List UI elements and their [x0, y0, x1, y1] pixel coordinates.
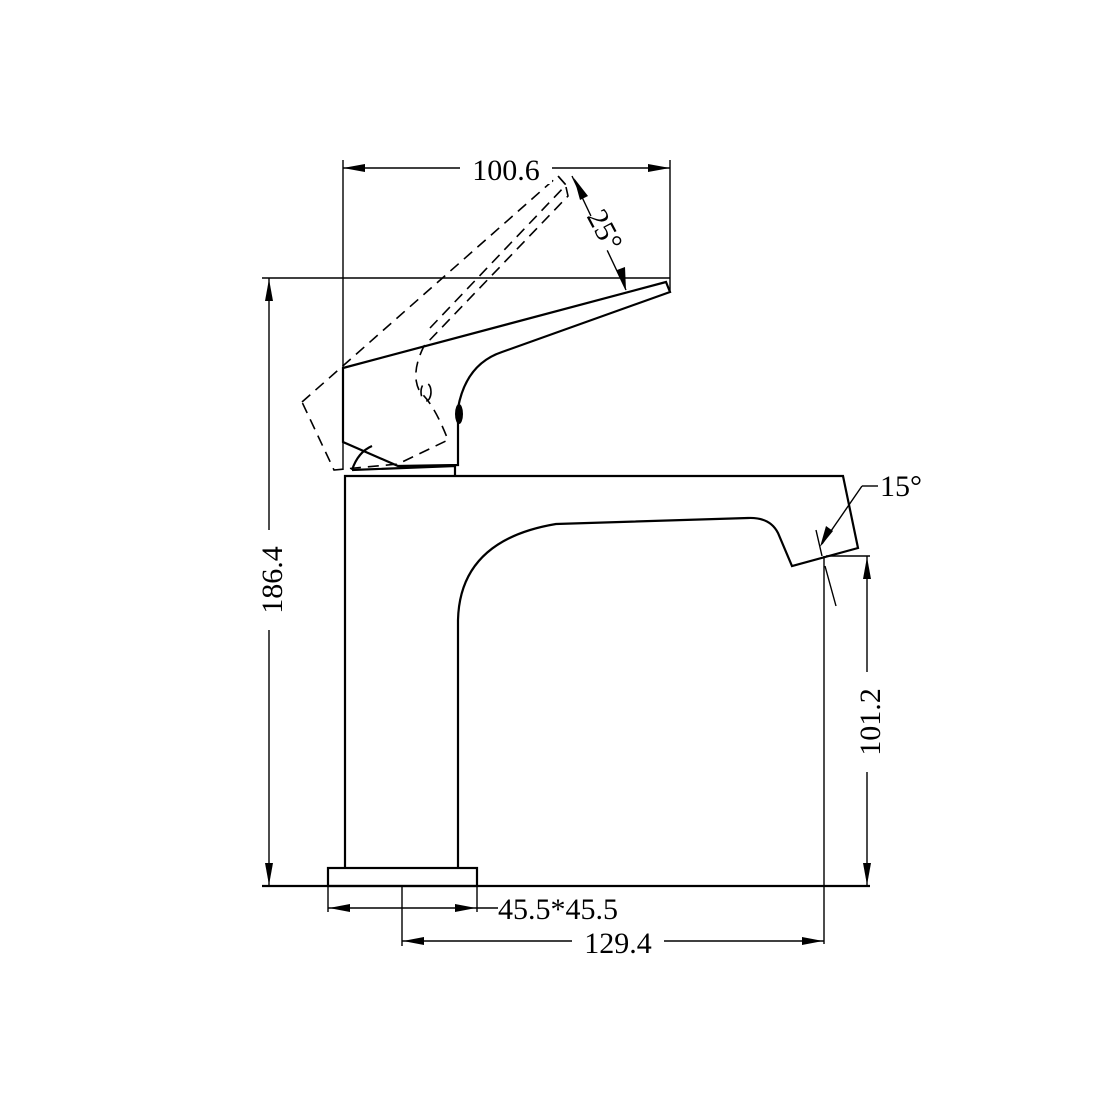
handle-open-outline: [301, 186, 569, 471]
dim-handle-angle: 25°: [571, 175, 636, 291]
dim-spout-reach: 129.4: [401, 886, 824, 960]
dim-label-overall-height: 186.4: [256, 546, 289, 614]
dim-label-spout-angle: 15°: [880, 470, 922, 503]
dim-label-base-size: 45.5*45.5: [498, 893, 618, 926]
dim-handle-reach: 100.6: [342, 150, 671, 470]
handle: [341, 280, 672, 468]
dim-spout-angle: 15°: [815, 470, 922, 607]
dim-label-handle-reach: 100.6: [472, 154, 540, 187]
tap-body: [326, 444, 860, 888]
dim-base-size: 45.5*45.5: [327, 886, 618, 926]
handle-outline: [341, 280, 672, 468]
handle-open-position: [301, 174, 569, 471]
handle-knob: [455, 404, 463, 424]
handle-open-tip: [557, 175, 567, 186]
dim-label-spout-reach: 129.4: [584, 927, 652, 960]
base-plate: [326, 866, 479, 888]
handle-open-knob: [420, 382, 432, 402]
dim-overall-height: 186.4: [252, 278, 289, 886]
body-outline: [343, 474, 860, 868]
dim-spout-height: 101.2: [823, 555, 887, 944]
dim-label-spout-height: 101.2: [854, 688, 887, 756]
handle-open-upper-edge: [301, 174, 568, 403]
